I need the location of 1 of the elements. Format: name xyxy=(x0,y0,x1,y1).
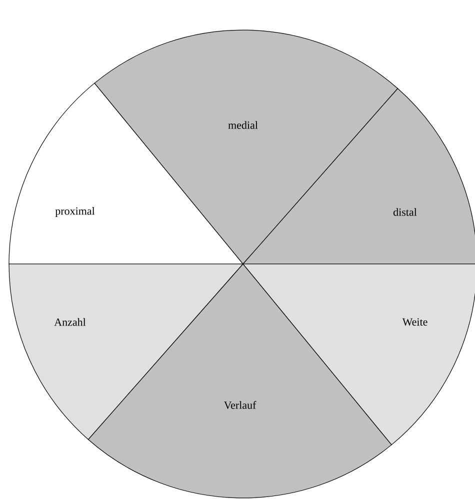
sector: Verlauf xyxy=(88,264,392,498)
